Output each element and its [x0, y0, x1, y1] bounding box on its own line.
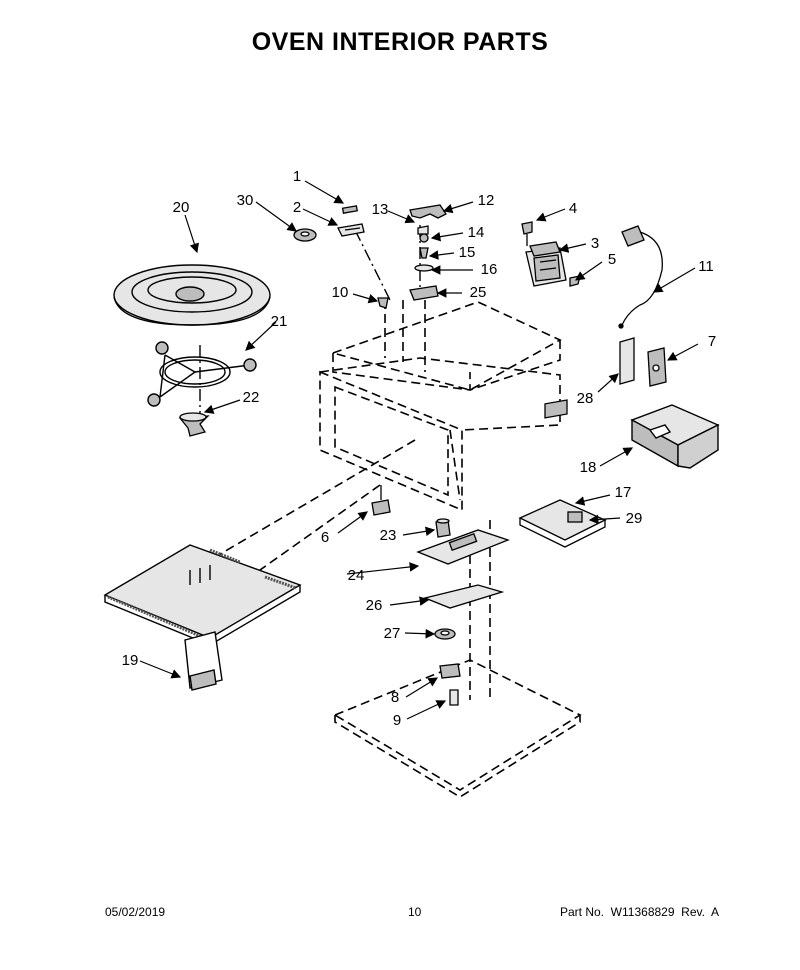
power-cord	[618, 225, 663, 329]
callout-17: 17	[615, 484, 632, 501]
callout-6: 6	[321, 529, 329, 546]
callout-15: 15	[459, 244, 476, 261]
footer-date: 05/02/2019	[105, 905, 166, 919]
callout-26: 26	[366, 597, 383, 614]
callout-2: 2	[293, 199, 301, 216]
roller-ring	[147, 341, 257, 407]
callout-3: 3	[591, 235, 599, 252]
filter-board	[518, 399, 607, 548]
callout-28: 28	[577, 390, 594, 407]
callout-27: 27	[384, 625, 401, 642]
clip	[377, 297, 389, 309]
callout-10: 10	[332, 284, 349, 301]
interlock-switch	[619, 337, 667, 387]
callout-29: 29	[626, 510, 643, 527]
callout-8: 8	[391, 689, 399, 706]
callout-9: 9	[393, 712, 401, 729]
callout-4: 4	[569, 200, 577, 217]
callout-7: 7	[708, 333, 716, 350]
page-title: OVEN INTERIOR PARTS	[251, 28, 549, 56]
callout-16: 16	[481, 261, 498, 278]
washer	[293, 228, 317, 242]
transformer	[521, 221, 581, 287]
turntable-motor-stack	[409, 204, 447, 301]
callout-labels: 1 2 3 4 5 6 7 8 9 10 11 12 13 14 15 16 1…	[122, 168, 717, 729]
footer-page-number: 10	[408, 905, 422, 919]
waveguide-cover	[103, 544, 302, 691]
callout-30: 30	[237, 192, 254, 209]
stirrer-assembly	[416, 518, 510, 706]
callout-12: 12	[478, 192, 495, 209]
cover-bracket	[630, 404, 720, 469]
callout-14: 14	[468, 224, 485, 241]
callout-21: 21	[271, 313, 288, 330]
callout-13: 13	[372, 201, 389, 218]
thermal-cutout	[371, 485, 391, 516]
callout-22: 22	[243, 389, 260, 406]
callout-23: 23	[380, 527, 397, 544]
callout-leaders	[139, 180, 699, 720]
callout-20: 20	[173, 199, 190, 216]
footer-part-number: Part No. W11368829 Rev. A	[560, 905, 719, 919]
callout-11: 11	[698, 258, 714, 275]
callout-18: 18	[580, 459, 597, 476]
callout-19: 19	[122, 652, 139, 669]
oven-cavity	[209, 300, 582, 798]
coupler	[178, 412, 210, 437]
callout-25: 25	[470, 284, 487, 301]
pin-and-bracket	[337, 205, 365, 237]
glass-tray	[113, 264, 271, 326]
callout-24: 24	[348, 567, 365, 584]
callout-5: 5	[608, 251, 616, 268]
callout-1: 1	[293, 168, 301, 185]
